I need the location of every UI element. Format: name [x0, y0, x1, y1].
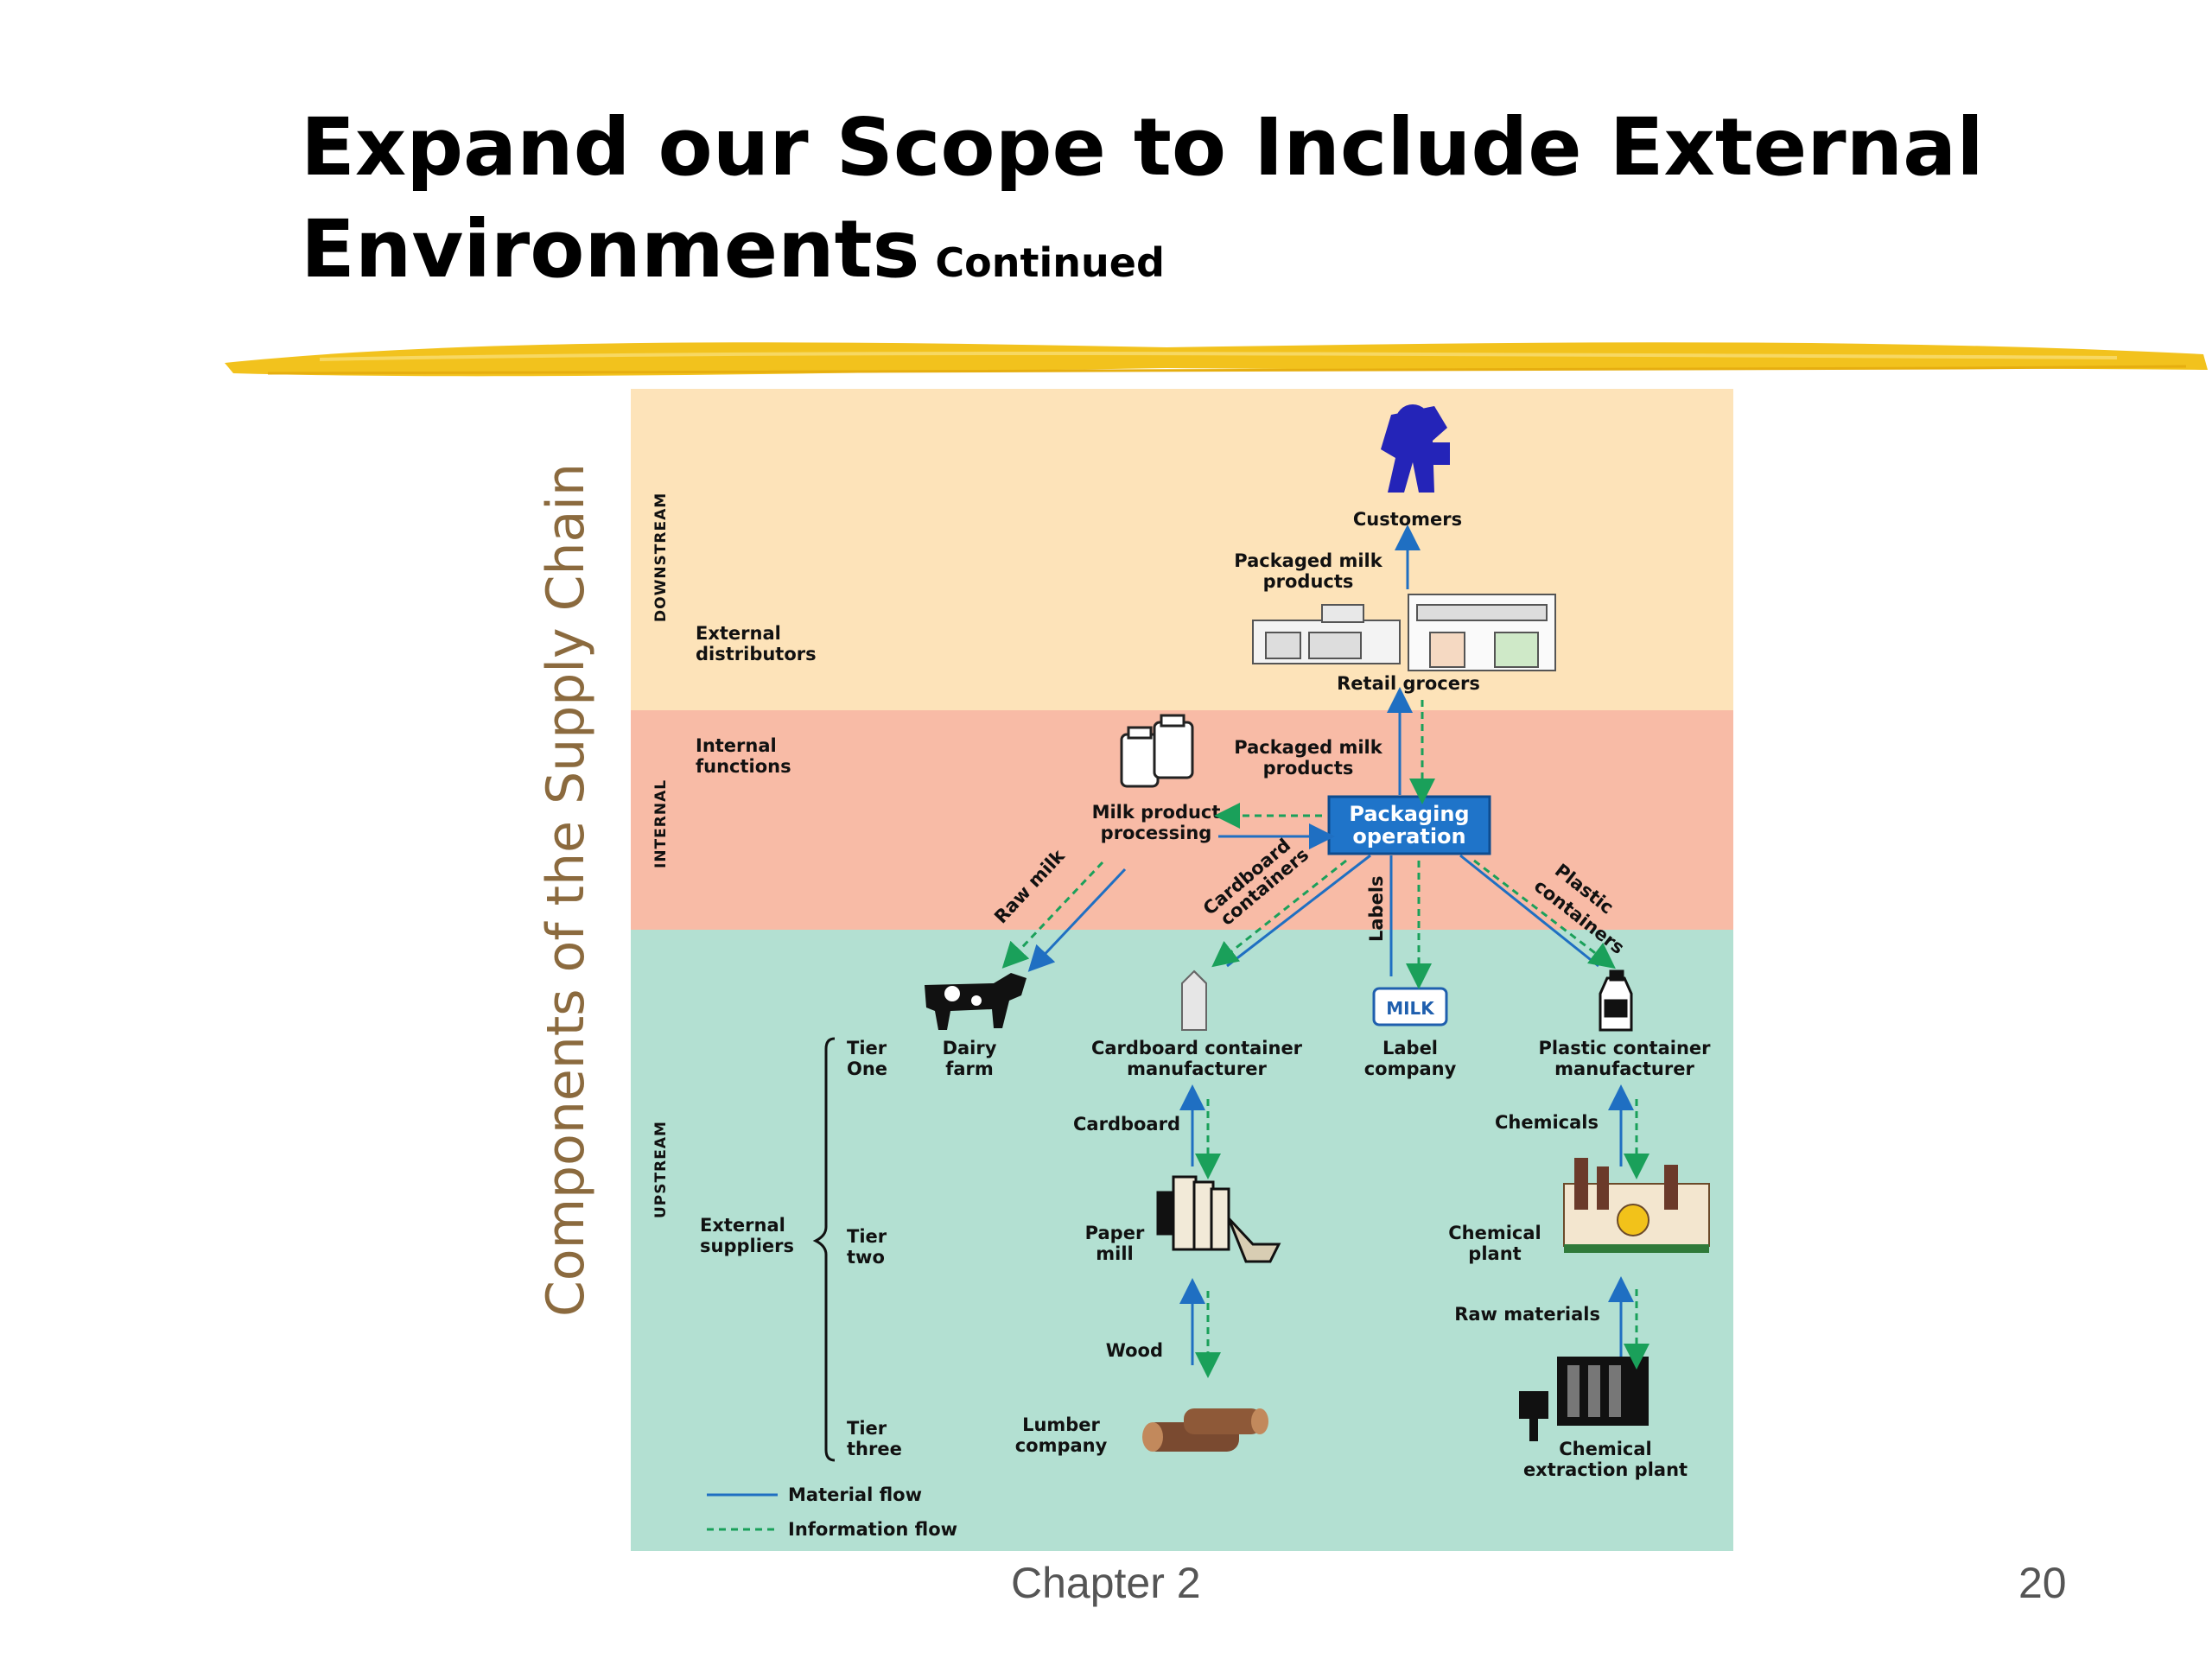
group-external-distributors-2: distributors [696, 644, 817, 664]
node-cardboard-mfr-2: manufacturer [1127, 1058, 1267, 1079]
tier-two-1: Tier [847, 1226, 887, 1247]
flow-cardboard: Cardboard [1073, 1114, 1180, 1135]
title-underline-rule [225, 342, 2208, 377]
title-line-2: Environments Continued [301, 199, 2115, 314]
group-external-suppliers-2: suppliers [700, 1236, 794, 1256]
side-title: Components of the Supply Chain [536, 462, 596, 1318]
tier-three-1: Tier [847, 1418, 887, 1439]
title-line-1: Expand our Scope to Include External [301, 101, 1984, 194]
node-milk-processing-1: Milk product [1092, 802, 1221, 823]
page-number: 20 [2018, 1559, 2067, 1607]
supply-chain-diagram: DOWNSTREAM INTERNAL UPSTREAM External di… [631, 389, 1733, 1551]
node-label-co-1: Label [1382, 1038, 1438, 1058]
title-line-2-text: Environments [301, 203, 920, 296]
grocery-store-icon [1252, 594, 1556, 671]
node-extraction-2: extraction plant [1523, 1459, 1688, 1480]
legend: Material flow Information flow [707, 1484, 957, 1540]
group-external-distributors-1: External [696, 623, 781, 644]
flow-labels: Labels [1366, 875, 1387, 942]
slide-title: Expand our Scope to Include External Env… [301, 97, 2115, 314]
svg-text:MILK: MILK [1386, 998, 1435, 1019]
node-plastic-mfr-1: Plastic container [1538, 1038, 1711, 1058]
title-suffix: Continued [935, 239, 1165, 286]
node-chemical-plant-2: plant [1468, 1243, 1521, 1264]
legend-material-label: Material flow [788, 1484, 922, 1505]
tier-one-1: Tier [847, 1038, 887, 1058]
node-milk-processing-2: processing [1101, 823, 1212, 843]
flow-packaged-milk-mid-1: Packaged milk [1234, 737, 1382, 758]
tier-three-2: three [847, 1439, 902, 1459]
node-chemical-plant-1: Chemical [1448, 1223, 1541, 1243]
node-plastic-mfr-2: manufacturer [1554, 1058, 1694, 1079]
node-packaging-2: operation [1352, 824, 1465, 849]
node-lumber-2: company [1015, 1435, 1108, 1456]
flow-chemicals: Chemicals [1495, 1112, 1599, 1133]
lumber-logs-icon [1142, 1408, 1268, 1452]
milk-label-icon: MILK [1372, 987, 1448, 1027]
chemical-plant-icon [1563, 1158, 1710, 1253]
group-internal-functions-2: functions [696, 756, 791, 777]
zone-label-upstream: UPSTREAM [652, 1121, 670, 1218]
flow-packaged-milk-top-1: Packaged milk [1234, 550, 1382, 571]
flow-raw-materials: Raw materials [1454, 1304, 1600, 1325]
milk-cans-icon [1120, 714, 1194, 788]
paper-mill-icon [1156, 1175, 1281, 1263]
cardboard-carton-icon [1181, 969, 1207, 1031]
zone-label-downstream: DOWNSTREAM [652, 493, 670, 622]
node-retail-grocers: Retail grocers [1337, 673, 1480, 694]
cow-icon [925, 973, 1027, 1030]
node-customers: Customers [1353, 509, 1462, 530]
tier-brace [812, 1037, 836, 1462]
material-flows [1027, 524, 1634, 1365]
node-dairy-farm-2: farm [945, 1058, 994, 1079]
information-flows [1001, 700, 1649, 1378]
group-external-suppliers-1: External [700, 1215, 785, 1236]
node-label-co-2: company [1364, 1058, 1457, 1079]
packaging-operation-box: Packaging operation [1327, 795, 1491, 855]
node-paper-mill-1: Paper [1085, 1223, 1145, 1243]
node-paper-mill-2: mill [1096, 1243, 1133, 1264]
plastic-jug-icon [1599, 969, 1633, 1032]
footer-chapter: Chapter 2 [1011, 1559, 1201, 1607]
customer-icon [1381, 404, 1450, 493]
zone-label-internal: INTERNAL [652, 779, 670, 868]
node-dairy-farm-1: Dairy [943, 1038, 997, 1058]
node-packaging-1: Packaging [1349, 802, 1469, 826]
node-lumber-1: Lumber [1022, 1414, 1100, 1435]
tier-one-2: One [847, 1058, 887, 1079]
node-cardboard-mfr-1: Cardboard container [1091, 1038, 1303, 1058]
tier-two-2: two [847, 1247, 885, 1268]
group-internal-functions-1: Internal [696, 735, 777, 756]
flow-packaged-milk-top-2: products [1263, 571, 1354, 592]
node-extraction-1: Chemical [1559, 1439, 1652, 1459]
flow-packaged-milk-mid-2: products [1263, 758, 1354, 779]
flow-wood: Wood [1106, 1340, 1163, 1361]
legend-information-label: Information flow [788, 1519, 957, 1540]
